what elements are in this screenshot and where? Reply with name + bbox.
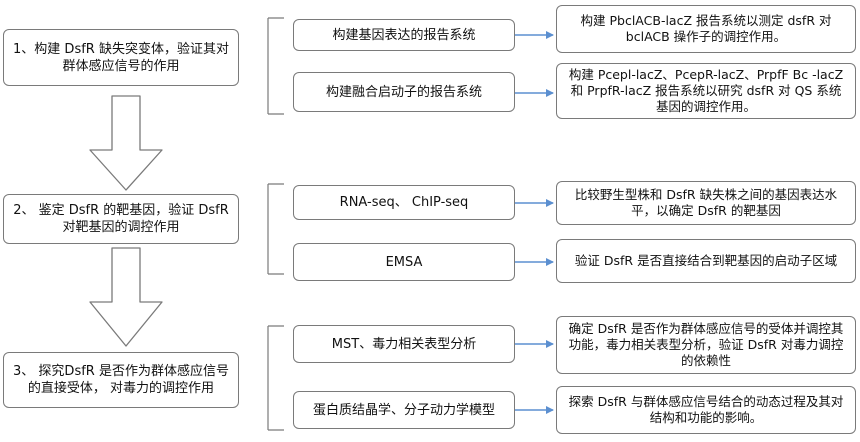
step-1-box: 1、构建 DsfR 缺失突变体，验证其对群体感应信号的作用	[3, 29, 239, 86]
step-3-title: 3、 探究DsfR 是否作为群体感应信号的直接受体， 对毒力的调控作用	[13, 364, 229, 396]
step-3-box: 3、 探究DsfR 是否作为群体感应信号的直接受体， 对毒力的调控作用	[3, 352, 239, 408]
bracket-step-1	[267, 17, 284, 115]
step-2-method-1: RNA-seq、 ChIP-seq	[293, 185, 515, 220]
step-3-method-1-label: MST、毒力相关表型分析	[331, 336, 477, 352]
step-3-result-1: 确定 DsfR 是否作为群体感应信号的受体并调控其功能，毒力相关表型分析，验证 …	[556, 316, 856, 374]
step-2-method-2-label: EMSA	[385, 254, 423, 270]
step-2-result-1: 比较野生型株和 DsfR 缺失株之间的基因表达水平，以确定 DsfR 的靶基因	[556, 181, 856, 225]
step-2-method-1-label: RNA-seq、 ChIP-seq	[339, 195, 469, 210]
step-1-method-2: 构建融合启动子的报告系统	[293, 72, 515, 112]
down-arrow-2	[89, 247, 163, 347]
step-1-result-2-text: 构建 Pcepl-lacZ、PcepR-lacZ、PrpfF Bc -lacZ …	[568, 67, 844, 114]
step-2-result-1-text: 比较野生型株和 DsfR 缺失株之间的基因表达水平，以确定 DsfR 的靶基因	[574, 187, 838, 218]
step-1-method-2-label: 构建融合启动子的报告系统	[325, 84, 482, 100]
step-2-result-2-text: 验证 DsfR 是否直接结合到靶基因的启动子区域	[574, 253, 838, 268]
bracket-step-3	[267, 325, 284, 431]
step-3-result-2: 探索 DsfR 与群体感应信号结合的动态过程及其对结构和功能的影响。	[556, 386, 856, 434]
step-2-result-2: 验证 DsfR 是否直接结合到靶基因的启动子区域	[556, 239, 856, 283]
down-arrow-1	[89, 95, 163, 191]
step-1-result-1: 构建 PbclACB-lacZ 报告系统以测定 dsfR 对 bclACB 操作…	[556, 5, 856, 53]
step-1-title: 1、构建 DsfR 缺失突变体，验证其对群体感应信号的作用	[13, 41, 229, 74]
step-1-result-1-text: 构建 PbclACB-lacZ 报告系统以测定 dsfR 对 bclACB 操作…	[580, 13, 832, 44]
step-2-method-2: EMSA	[293, 243, 515, 281]
bracket-step-2	[267, 183, 284, 275]
step-1-method-1-label: 构建基因表达的报告系统	[332, 27, 476, 43]
step-3-result-2-text: 探索 DsfR 与群体感应信号结合的动态过程及其对结构和功能的影响。	[568, 394, 844, 425]
step-3-result-1-text: 确定 DsfR 是否作为群体感应信号的受体并调控其功能，毒力相关表型分析，验证 …	[568, 321, 844, 368]
step-1-result-2: 构建 Pcepl-lacZ、PcepR-lacZ、PrpfF Bc -lacZ …	[556, 63, 856, 119]
step-3-method-1: MST、毒力相关表型分析	[293, 325, 515, 363]
step-2-box: 2、 鉴定 DsfR 的靶基因，验证 DsfR 对靶基因的调控作用	[3, 194, 239, 244]
step-3-method-2-label: 蛋白质结晶学、分子动力学模型	[312, 402, 495, 418]
step-2-title: 2、 鉴定 DsfR 的靶基因，验证 DsfR 对靶基因的调控作用	[13, 203, 229, 235]
step-1-method-1: 构建基因表达的报告系统	[293, 19, 515, 51]
step-3-method-2: 蛋白质结晶学、分子动力学模型	[293, 391, 515, 429]
